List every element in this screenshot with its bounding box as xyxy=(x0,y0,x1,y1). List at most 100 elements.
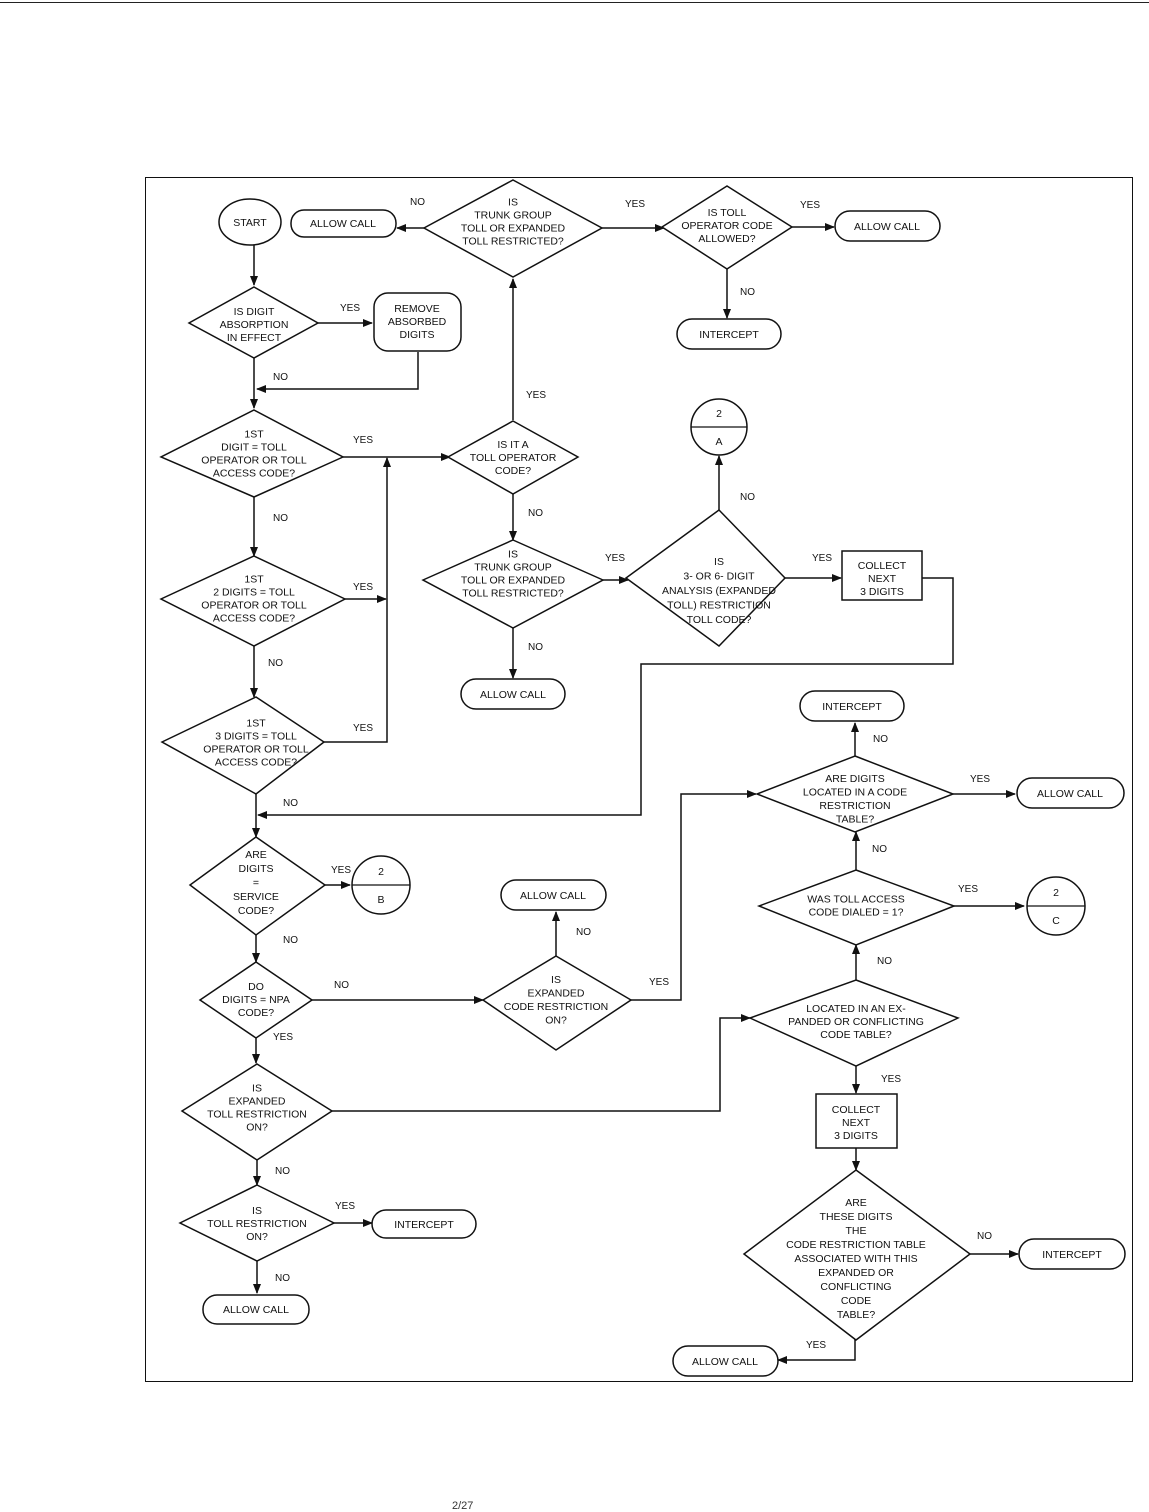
decision-was-toll-access xyxy=(756,869,957,946)
node-text-line: OPERATOR OR TOLL xyxy=(203,744,309,756)
page-number: 2/27 xyxy=(452,1500,474,1512)
decision-expanded-or-conflicting xyxy=(748,979,960,1067)
node-text-line: START xyxy=(233,217,267,229)
intercept-terminal-2 xyxy=(799,690,905,722)
edge-label: YES xyxy=(806,1340,826,1351)
node-text-line: INTERCEPT xyxy=(699,329,759,341)
node-text-line: 3 DIGITS xyxy=(860,586,904,598)
decision-npa-code xyxy=(198,961,314,1039)
edge-collect1-back xyxy=(257,577,954,819)
node-text: INTERCEPT xyxy=(822,701,882,713)
collect-process-1 xyxy=(841,550,923,601)
edge-label: NO xyxy=(740,492,755,503)
node-text-line: CODE DIALED = 1? xyxy=(809,907,904,919)
decision-toll-restriction xyxy=(178,1184,336,1262)
node-text-line: DIGIT = TOLL xyxy=(221,442,287,454)
edge-label: YES xyxy=(340,303,360,314)
node-text-line: CODE? xyxy=(238,905,274,917)
edge-label: NO xyxy=(273,372,288,383)
node-text-line: IS xyxy=(508,549,518,561)
node-text: ALLOW CALL xyxy=(223,1304,289,1316)
node-text-line: TOLL RESTRICTED? xyxy=(462,588,564,600)
edge-label: NO xyxy=(977,1231,992,1242)
node-text-line: 3 DIGITS xyxy=(834,1130,878,1142)
edge-label: NO xyxy=(576,927,591,938)
node-text-line: ARE xyxy=(245,849,267,861)
edge-label: NO xyxy=(528,642,543,653)
allow-call-terminal-1 xyxy=(290,209,397,238)
node-text-line: INTERCEPT xyxy=(394,1219,454,1231)
edge-label: YES xyxy=(353,582,373,593)
node-text-line: DIGITS = NPA xyxy=(222,994,290,1006)
edge-label: YES xyxy=(353,723,373,734)
edge-expcode-yes xyxy=(631,790,757,1001)
node-text-line: TOLL CODE? xyxy=(687,614,752,626)
edge-label: YES xyxy=(331,865,351,876)
allow-call-terminal-2 xyxy=(834,210,941,242)
node-text-line: 3- OR 6- DIGIT xyxy=(683,571,755,583)
edge-label: YES xyxy=(800,200,820,211)
node-text-line: INTERCEPT xyxy=(1042,1249,1102,1261)
intercept-terminal-1 xyxy=(676,318,782,350)
diagram-frame xyxy=(145,177,1133,1382)
edge-label: YES xyxy=(273,1032,293,1043)
node-text-line: 3 DIGITS = TOLL xyxy=(215,731,297,743)
decision-expanded-code-restriction xyxy=(481,955,633,1051)
node-text-line: EXPANDED OR xyxy=(818,1267,894,1279)
node-text-line: CODE RESTRICTION TABLE xyxy=(786,1239,926,1251)
edge-these-yes xyxy=(777,1338,856,1364)
connector-dividers xyxy=(352,426,1085,907)
node-text-line: C xyxy=(1052,915,1060,927)
node-text-line: CODE RESTRICTION xyxy=(504,1001,608,1013)
edge-label: YES xyxy=(970,774,990,785)
edge-label: YES xyxy=(649,977,669,988)
node-text-line: TOLL RESTRICTION xyxy=(207,1218,307,1230)
intercept-terminal-3 xyxy=(371,1209,477,1239)
decision-expanded-toll-restriction xyxy=(180,1063,334,1161)
decision-is-it-a-toll-operator xyxy=(446,420,580,495)
node-text: ALLOW CALL xyxy=(310,218,376,230)
decision-trunk-group-1 xyxy=(422,179,604,278)
node-text-line: CONFLICTING xyxy=(820,1281,891,1293)
node-text-line: 1ST xyxy=(244,574,264,586)
edge-label: YES xyxy=(812,553,832,564)
edge-label: NO xyxy=(283,935,298,946)
node-text-line: ALLOWED? xyxy=(698,233,755,245)
node-text-line: LOCATED IN AN EX- xyxy=(806,1003,906,1015)
node-text-line: IS xyxy=(252,1083,262,1095)
node-text-line: IS DIGIT xyxy=(234,306,275,318)
node-text: ALLOW CALL xyxy=(480,689,546,701)
node-text-line: ARE xyxy=(845,1197,867,1209)
intercept-terminal-4 xyxy=(1018,1238,1126,1270)
edge-label: YES xyxy=(625,199,645,210)
node-text: INTERCEPT xyxy=(394,1219,454,1231)
node-text: INTERCEPT xyxy=(699,329,759,341)
collect-process-2 xyxy=(815,1093,898,1149)
node-text-line: DO xyxy=(248,981,264,993)
node-text-line: IS IT A xyxy=(497,439,528,451)
edge-label: NO xyxy=(275,1166,290,1177)
node-text-line: LOCATED IN A CODE xyxy=(803,786,907,798)
edge-label: YES xyxy=(353,435,373,446)
node-text-line: ALLOW CALL xyxy=(520,890,586,902)
shapes xyxy=(159,179,1126,1377)
allow-call-terminal-4 xyxy=(1016,777,1125,809)
node-text-line: TOLL OR EXPANDED xyxy=(461,223,566,235)
node-text-line: TOLL RESTRICTED? xyxy=(462,236,564,248)
node-text-line: INTERCEPT xyxy=(822,701,882,713)
remove-absorbed-process xyxy=(373,292,462,352)
node-text-line: COLLECT xyxy=(858,560,907,572)
